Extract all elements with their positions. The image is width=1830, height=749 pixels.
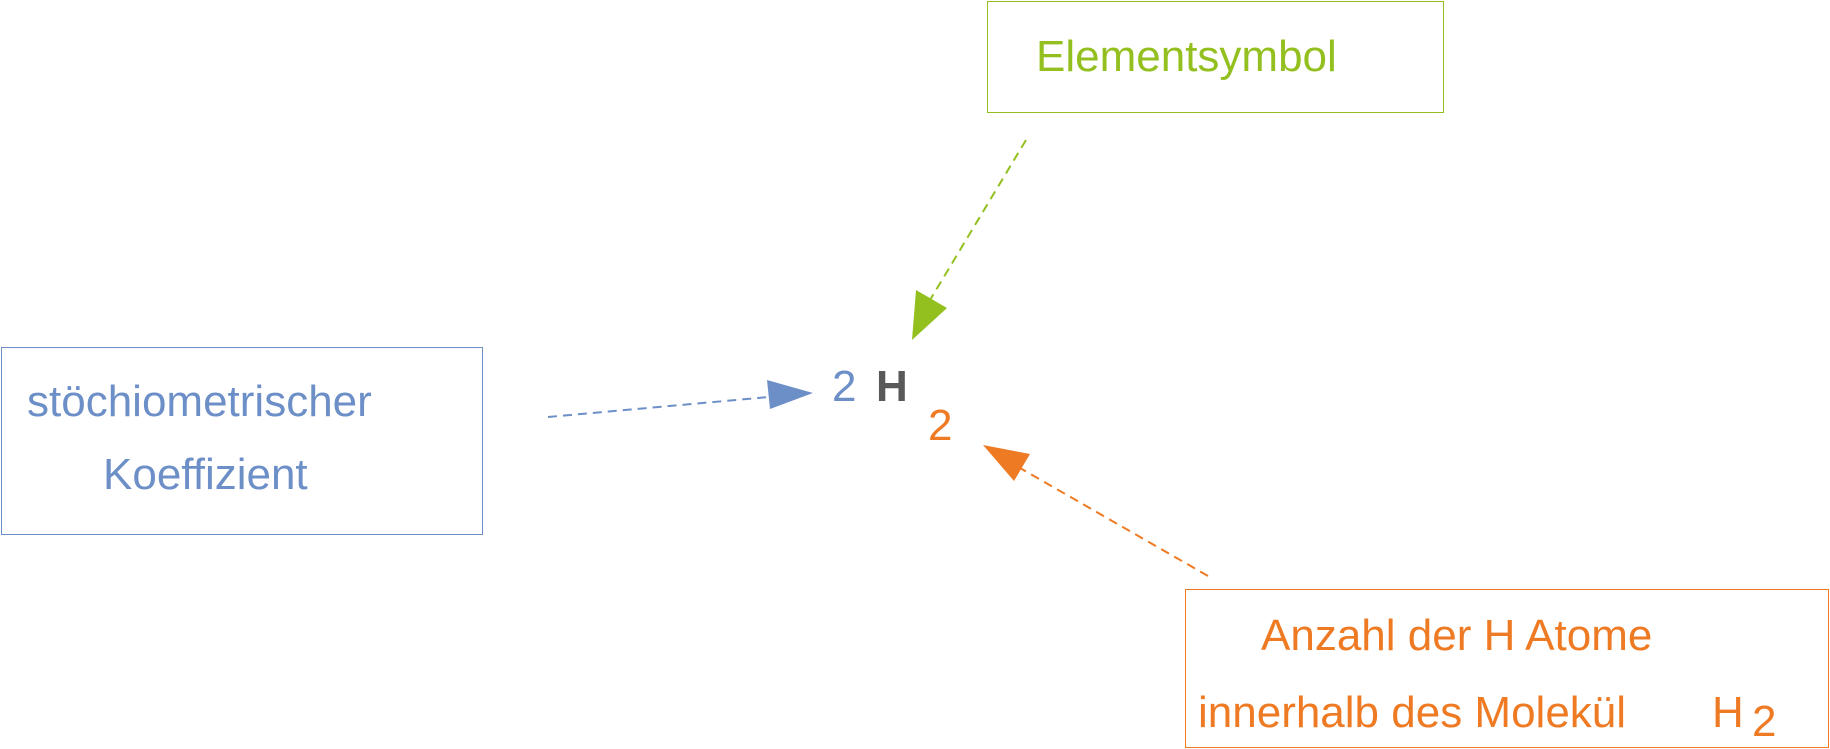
element-symbol-arrow <box>929 139 1027 301</box>
formula-coefficient: 2 <box>832 362 857 411</box>
element-symbol-arrowhead <box>912 290 947 340</box>
coefficient-arrowhead <box>767 380 813 409</box>
coefficient-box <box>1 347 483 535</box>
formula-element-symbol: H <box>876 362 908 411</box>
element-symbol-box <box>987 1 1444 113</box>
atoms-count-box <box>1185 589 1829 748</box>
element-symbol-label: Elementsymbol <box>1036 32 1337 81</box>
atoms-count-label-line2: innerhalb des Molekül <box>1198 688 1627 737</box>
coefficient-label-line2: Koeffizient <box>103 450 308 499</box>
atoms-formula-symbol: H <box>1712 688 1744 737</box>
atoms-formula-subscript: 2 <box>1752 697 1777 746</box>
atoms-count-label-line1: Anzahl der H Atome <box>1261 611 1653 660</box>
atoms-arrow <box>1019 467 1209 577</box>
atoms-arrowhead <box>983 445 1030 481</box>
formula-subscript: 2 <box>928 401 953 450</box>
coefficient-arrow <box>547 395 781 418</box>
coefficient-label-line1: stöchiometrischer <box>27 377 372 426</box>
